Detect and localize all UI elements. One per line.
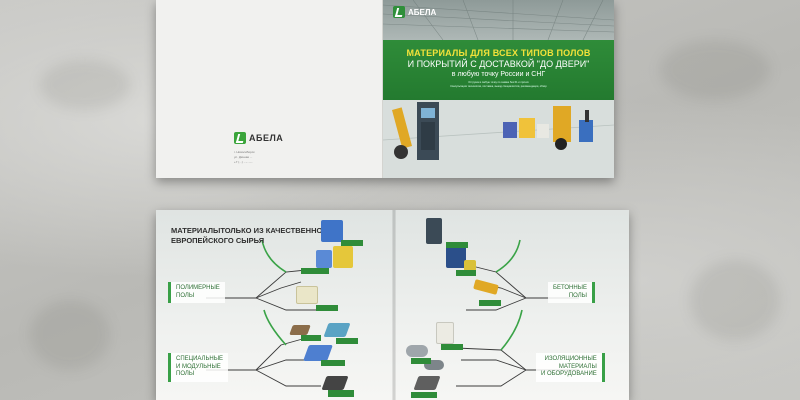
product-tag: [316, 305, 338, 311]
category-polymer-floors: ПОЛИМЕРНЫЕ ПОЛЫ: [168, 282, 225, 303]
contact-line: г. Новосибирск: [234, 150, 255, 154]
product-tag: [341, 240, 363, 246]
inner-spread: МАТЕРИАЛЫТОЛЬКО ИЗ КАЧЕСТВЕННОГО ЕВРОПЕЙ…: [156, 210, 629, 400]
category-line: ПОЛЫ: [176, 292, 195, 299]
category-line: ПОЛИМЕРНЫЕ: [176, 285, 220, 291]
product-bucket-white: [436, 322, 454, 344]
spine: [392, 210, 396, 400]
logo-icon: [234, 132, 246, 144]
wall-stain: [690, 260, 780, 340]
fine-print: Отгрузка в любую точку по заявке без 61 …: [383, 81, 614, 88]
category-concrete-floors: БЕТОННЫЕ ПОЛЫ: [548, 282, 595, 303]
category-line: БЕТОННЫЕ: [553, 285, 587, 291]
logo-icon: [393, 6, 405, 18]
category-special-floors: СПЕЦИАЛЬНЫЕ И МОДУЛЬНЫЕ ПОЛЫ: [168, 353, 229, 382]
product-bucket-blue: [321, 220, 343, 242]
title-line-2: ЕВРОПЕЙСКОГО СЫРЬЯ: [171, 236, 265, 245]
logo-text: АБЕЛА: [249, 133, 284, 143]
product-tag: [441, 344, 463, 350]
wall-stain: [30, 300, 110, 370]
front-cover: АБЕЛА МАТЕРИАЛЫ ДЛЯ ВСЕХ ТИПОВ ПОЛОВ И П…: [383, 0, 614, 178]
product-tag: [411, 358, 431, 364]
product-roll: [424, 360, 444, 370]
headline-line-1: МАТЕРИАЛЫ ДЛЯ ВСЕХ ТИПОВ ПОЛОВ: [406, 48, 591, 58]
category-line: И ОБОРУДОВАНИЕ: [541, 371, 597, 377]
equipment-photo: [391, 102, 593, 160]
connector-lines: [206, 239, 579, 387]
product-roll: [406, 345, 428, 357]
fine-print-line: Консультация технологов, поставка, выезд…: [450, 84, 547, 88]
product-tag: [321, 360, 345, 366]
product-bucket-yellow: [333, 246, 353, 268]
headline-line-3: в любую точку России и СНГ: [451, 71, 546, 78]
category-line: МАТЕРИАЛЫ: [558, 363, 597, 370]
cover-logo: АБЕЛА: [393, 6, 436, 18]
cover-booklet: АБЕЛА г. Новосибирск ул. Дачная ... +7 (…: [156, 0, 614, 178]
category-line: ИЗОЛЯЦИОННЫЕ: [544, 356, 597, 362]
product-bucket-blue: [316, 250, 332, 268]
product-bucket-white: [296, 286, 318, 304]
logo-text: АБЕЛА: [408, 7, 437, 17]
fine-print-line: Отгрузка в любую точку по заявке без 61 …: [468, 81, 529, 84]
product-panel: [289, 325, 311, 335]
headline-line-2: И ПОКРЫТИЙ С ДОСТАВКОЙ "ДО ДВЕРИ": [407, 59, 590, 69]
wall-stain: [660, 40, 770, 100]
back-contacts: г. Новосибирск ул. Дачная ... +7 (...) .…: [234, 150, 255, 165]
back-cover: АБЕЛА г. Новосибирск ул. Дачная ... +7 (…: [156, 0, 383, 178]
product-machine: [446, 246, 466, 268]
product-tool: [464, 260, 476, 272]
contact-line: ул. Дачная ...: [234, 155, 253, 159]
product-tag: [446, 242, 468, 248]
product-tag: [301, 268, 329, 274]
product-tag: [301, 335, 321, 341]
headline-band: МАТЕРИАЛЫ ДЛЯ ВСЕХ ТИПОВ ПОЛОВ И ПОКРЫТИ…: [383, 40, 614, 100]
product-tag: [328, 390, 354, 397]
product-tag: [336, 338, 358, 344]
category-line: И МОДУЛЬНЫЕ: [176, 363, 221, 370]
wall-stain: [40, 60, 130, 110]
contact-line: +7 (...) ...-...-...: [234, 160, 254, 164]
category-line: ПОЛЫ: [568, 292, 587, 299]
product-tag: [456, 270, 476, 276]
product-tag: [411, 392, 437, 398]
title-line-1: МАТЕРИАЛЫТОЛЬКО ИЗ КАЧЕСТВЕННОГО: [171, 226, 333, 235]
category-insulation: ИЗОЛЯЦИОННЫЕ МАТЕРИАЛЫ И ОБОРУДОВАНИЕ: [536, 353, 605, 382]
back-logo: АБЕЛА: [234, 132, 283, 144]
category-line: ПОЛЫ: [176, 371, 195, 377]
product-machine: [426, 218, 442, 244]
category-line: СПЕЦИАЛЬНЫЕ: [176, 356, 224, 362]
spread-title: МАТЕРИАЛЫТОЛЬКО ИЗ КАЧЕСТВЕННОГО ЕВРОПЕЙ…: [171, 226, 371, 246]
product-tag: [479, 300, 501, 306]
